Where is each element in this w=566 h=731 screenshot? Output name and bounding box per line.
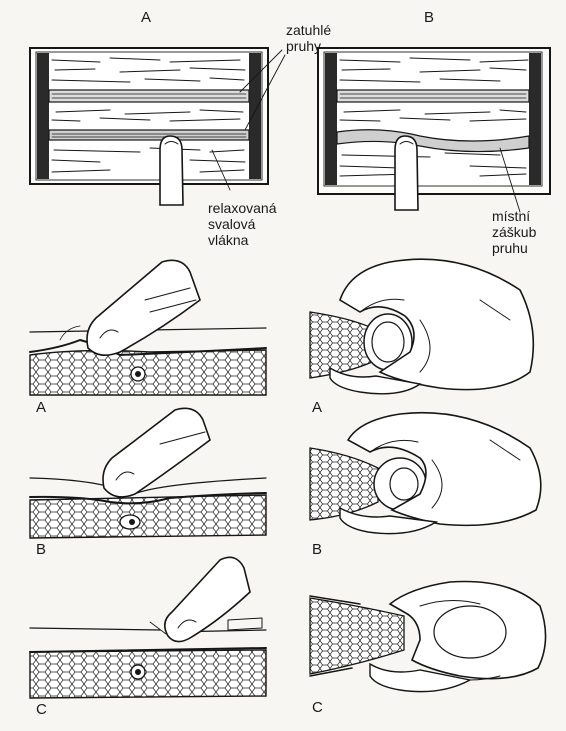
right-step-a-letter: A	[312, 400, 322, 416]
muscle-panel-b	[318, 48, 550, 212]
relaxed-fibers-label-line3: vlákna	[208, 232, 248, 248]
local-twitch-label-line2: záškub	[492, 224, 536, 240]
left-step-c-letter: C	[36, 702, 47, 718]
taut-bands-label-line2: pruhy	[286, 38, 321, 54]
muscle-panel-a	[30, 48, 285, 205]
pincer-palpation-step-c	[310, 582, 546, 692]
panel-b-letter: B	[424, 10, 434, 26]
flat-palpation-step-c	[30, 557, 266, 698]
taut-bands-label-line1: zatuhlé	[286, 22, 331, 38]
panel-a-letter: A	[141, 10, 151, 26]
relaxed-fibers-label-line1: relaxovaná	[208, 200, 277, 216]
flat-palpation-step-a	[30, 260, 266, 395]
flat-palpation-step-b	[30, 408, 266, 538]
relaxed-fibers-label-line2: svalová	[208, 216, 255, 232]
local-twitch-label-line1: místní	[492, 208, 530, 224]
local-twitch-label-line3: pruhu	[492, 240, 528, 256]
right-step-c-letter: C	[312, 700, 323, 716]
right-step-b-letter: B	[312, 542, 322, 558]
pincer-palpation-step-a	[310, 259, 533, 394]
pincer-palpation-step-b	[310, 413, 541, 534]
left-step-b-letter: B	[36, 542, 46, 558]
left-step-a-letter: A	[36, 400, 46, 416]
